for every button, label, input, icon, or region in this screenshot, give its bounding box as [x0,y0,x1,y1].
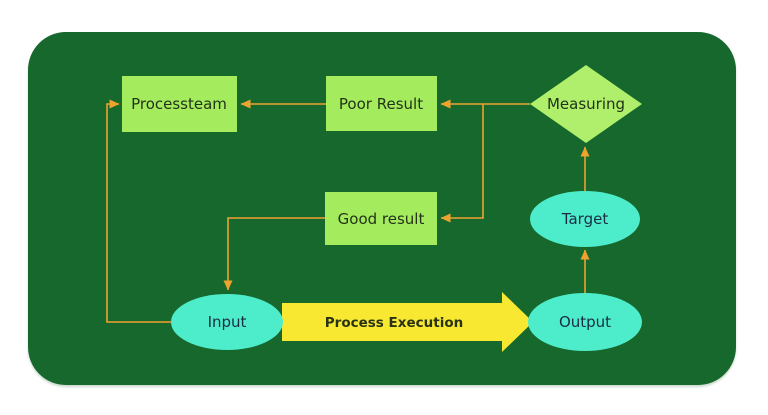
node-processteam [122,76,237,132]
block-arrow-label: Process Execution [325,315,463,331]
node-good-result-label: Good result [338,210,425,228]
node-measuring [530,65,642,143]
node-input-label: Input [208,313,247,331]
block-arrow-process-execution [282,292,533,352]
node-good-result [325,192,437,245]
edge-input-to-processteam [106,99,171,323]
edge-measuring-to-good-result [440,104,484,223]
node-processteam-label: Processteam [131,95,227,113]
node-input [171,294,283,350]
node-target [530,191,640,247]
node-output [528,293,642,351]
edge-good-result-to-input [223,217,325,291]
node-poor-result-label: Poor Result [339,95,423,113]
node-output-label: Output [559,313,611,331]
node-measuring-label: Measuring [547,95,625,113]
node-poor-result [326,76,437,131]
node-target-label: Target [561,210,609,228]
